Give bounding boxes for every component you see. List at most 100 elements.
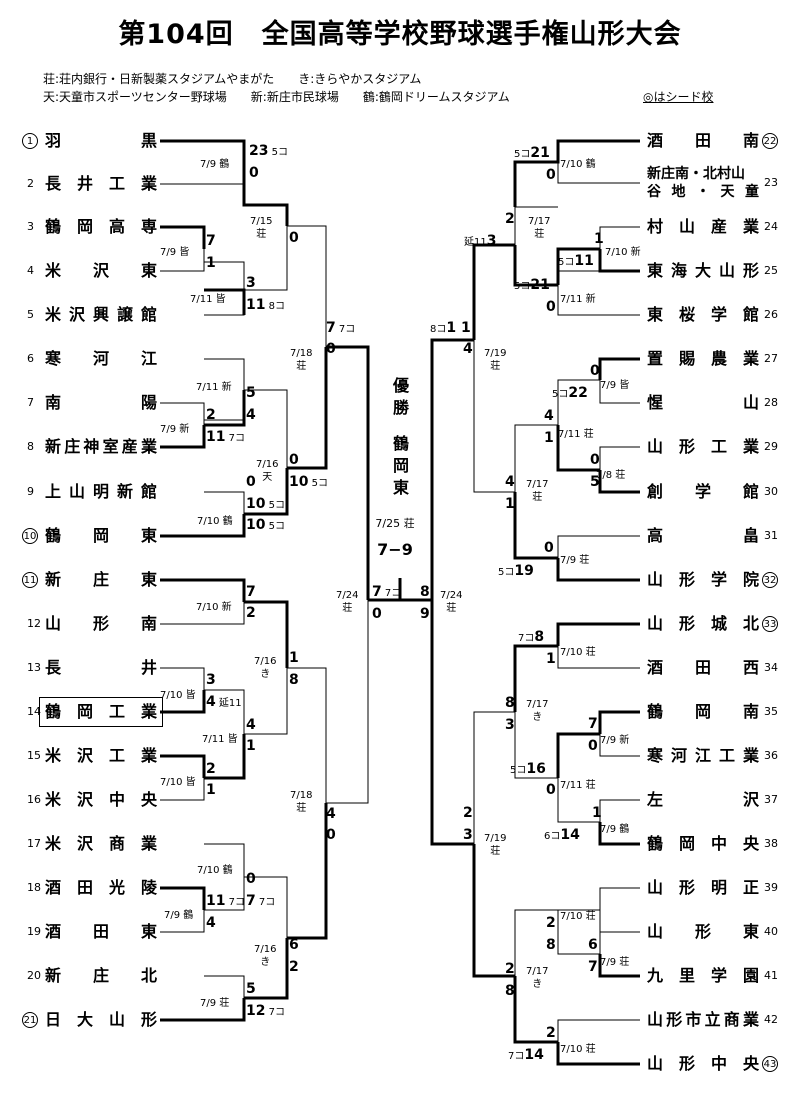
team-21: 日大山形 [45,1011,157,1029]
score-value: 14 [560,827,580,843]
team-number: 1 [22,133,38,149]
team-36: 寒河江工業 [647,747,759,765]
score: 2 [546,1026,556,1040]
score-value: 4 [246,717,256,733]
champion-team-1: 鶴 [392,434,409,453]
score-value: 22 [568,385,588,401]
score: 5コ19 [498,564,534,580]
game-date-venue: 7/10 鶴 [197,865,233,876]
team-name: 日大山形 [45,1010,157,1029]
team-number: 40 [764,925,778,938]
score-value: 21 [530,145,550,161]
score: 0 [289,231,299,245]
team-name: 新庄南・北村山 [647,166,745,182]
team-name: 山形学院 [647,570,759,589]
score: 0 [588,739,598,753]
score-note: 8コ [265,301,286,312]
score: 3 [246,276,256,290]
team-4: 米沢東 [45,262,157,280]
score-value: 8 [289,672,299,688]
team-3: 鶴岡高専 [45,218,157,236]
score-value: 2 [206,407,216,423]
score: 10 5コ [246,518,285,534]
team-29: 山形工業 [647,438,759,456]
score: 4 [206,916,216,930]
score-value: 9 [420,606,430,622]
champion-team-2: 岡 [392,456,409,475]
team-name: 創学館 [647,482,759,501]
score-value: 5 [246,385,256,401]
score: 5 [246,982,256,996]
score-value: 0 [289,452,299,468]
score: 7 [588,960,598,974]
team-41: 九里学園 [647,967,759,985]
score-value: 6 [289,937,299,953]
team-name: 惺山 [647,393,759,412]
score-note: 5コ [514,281,531,292]
score-value: 8 [505,695,515,711]
score: 0 [590,453,600,467]
score: 2 [246,606,256,620]
score-value: 7 [588,959,598,975]
team-name: 山形工業 [647,437,759,456]
team-42: 山形市立商業 [647,1011,759,1029]
score: 7コ14 [508,1048,544,1064]
team-number: 5 [27,308,34,321]
score-value: 4 [246,407,256,423]
score: 4 [505,475,515,489]
score: 5コ11 [558,254,594,270]
score-note: 5コ [514,149,531,160]
team-number: 7 [27,396,34,409]
score: 1 [206,783,216,797]
score: 1 [289,651,299,665]
score: 5コ16 [510,762,546,778]
score: 12 7コ [246,1004,285,1020]
team-number: 12 [27,617,41,630]
score: 2 [206,408,216,422]
score: 8 [289,673,299,687]
team-name: 米沢商業 [45,834,157,853]
score-value: 2 [463,805,473,821]
team-number: 32 [762,572,778,588]
team-37: 左沢 [647,791,759,809]
score-value: 16 [526,761,546,777]
team-number: 21 [22,1012,38,1028]
score: 4 [246,408,256,422]
score: 10 5コ [246,497,285,513]
team-38: 鶴岡中央 [647,835,759,853]
venue-legend-line-1: 荘:荘内銀行・日新製薬スタジアムやまがた き:きらやかスタジアム [43,72,422,86]
score-note: 5コ [552,389,569,400]
score: 4 延11 [206,695,242,711]
team-1: 羽黒 [45,132,157,150]
game-date-venue: 7/9 荘 [200,998,230,1009]
score-note: 5コ [268,147,289,158]
score-note: 5コ [265,500,286,511]
team-name: 東桜学館 [647,305,759,324]
score: 0 [246,475,256,489]
team-11: 新庄東 [45,571,157,589]
score-value: 1 [594,231,604,247]
team-number: 2 [27,177,34,190]
score-note: 7コ [518,633,535,644]
score-value: 0 [246,474,256,490]
team-6: 寒河江 [45,350,157,368]
score-value: 4 [544,408,554,424]
score: 8コ1 1 [430,321,471,337]
team-name: 鶴岡中央 [647,834,759,853]
team-number: 33 [762,616,778,632]
team-number: 4 [27,264,34,277]
game-date-venue: 7/11 皆 [190,294,226,305]
score: 7 [246,585,256,599]
champion-block: 優 勝 鶴 岡 東 [391,375,411,499]
team-name: 鶴岡高専 [45,217,157,236]
team-9: 上山明新館 [45,483,157,501]
score: 8 [505,696,515,710]
team-number: 36 [764,749,778,762]
team-number: 3 [27,220,34,233]
score-value: 0 [246,871,256,887]
team-number: 15 [27,749,41,762]
